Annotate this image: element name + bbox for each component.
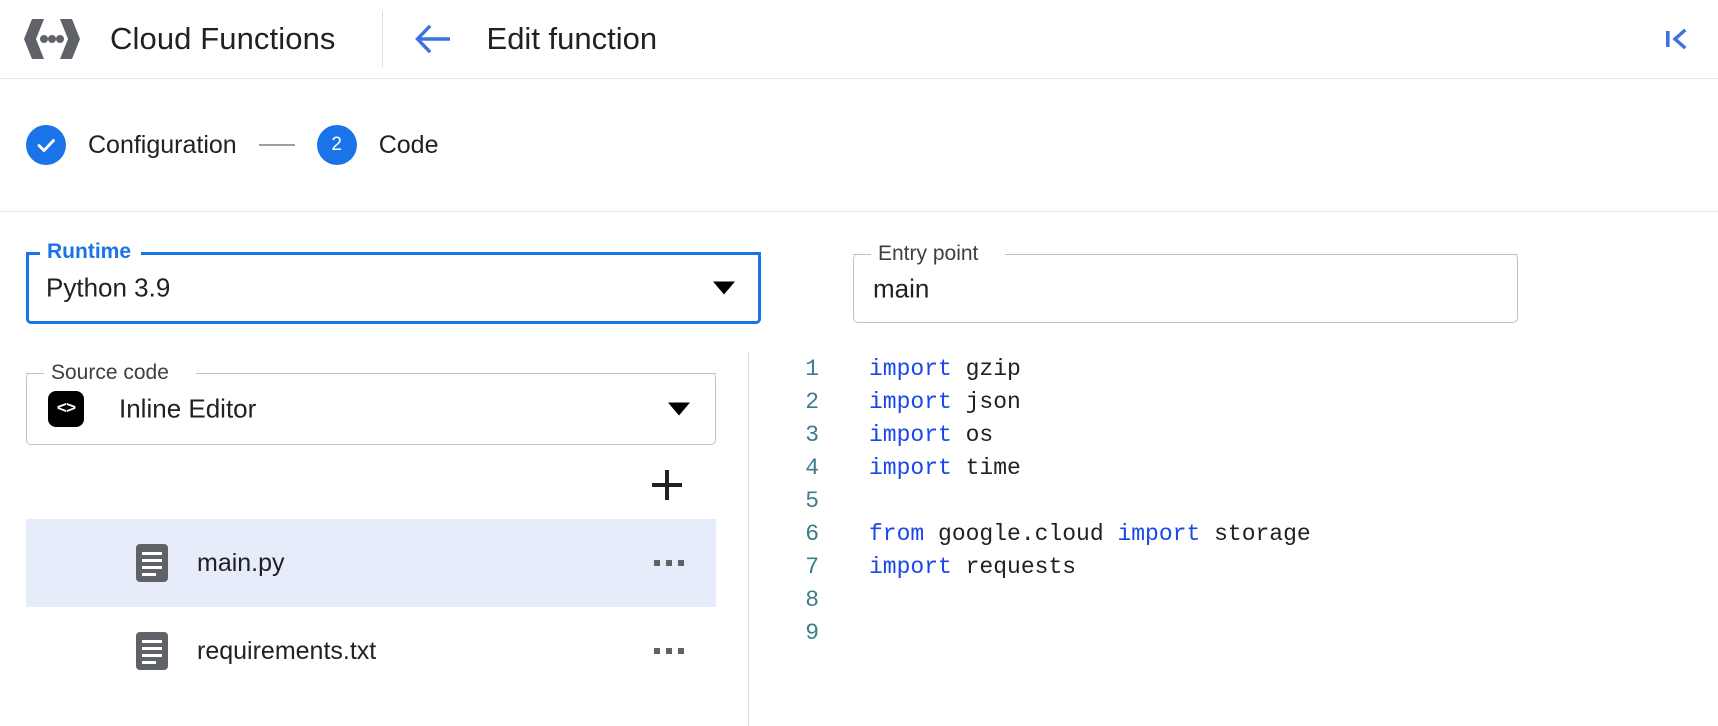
code-token: os [951, 421, 994, 448]
back-button[interactable] [409, 15, 457, 63]
code-line: 2 import json [749, 385, 1718, 418]
code-line: 8 [749, 583, 1718, 616]
step-code-label: Code [378, 130, 439, 159]
page-title: Edit function [486, 21, 658, 56]
code-token: google.cloud [924, 520, 1118, 547]
more-options-icon[interactable] [650, 552, 688, 574]
check-icon [37, 139, 55, 152]
entry-point-notch-left [853, 254, 871, 255]
step-connector [258, 144, 295, 146]
entry-point-value[interactable]: main [873, 273, 930, 303]
file-list: main.py requirements.txt [26, 519, 716, 695]
code-line: 9 [749, 616, 1718, 649]
source-code-value: Inline Editor [119, 393, 257, 424]
code-editor[interactable]: 1 import gzip 2 import json 3 import os 4 impor… [749, 352, 1718, 726]
step-code[interactable]: 2 Code [316, 125, 439, 165]
runtime-label: Runtime [40, 239, 138, 265]
source-code-chevron-down-icon[interactable] [668, 402, 690, 416]
code-line-number: 3 [805, 421, 819, 448]
code-editor-lines: 1 import gzip 2 import json 3 import os 4 impor… [749, 352, 1718, 649]
code-line-text[interactable]: import requests [869, 554, 1076, 580]
code-line-text[interactable]: import json [869, 389, 1021, 415]
brand-area: Cloud Functions [0, 0, 336, 78]
stepper: Configuration 2 Code [0, 79, 1718, 212]
step-configuration-label: Configuration [88, 130, 237, 159]
code-line-number: 1 [805, 355, 819, 382]
code-line: 5 [749, 484, 1718, 517]
source-code-field[interactable]: Source code <> Inline Editor [26, 360, 716, 445]
code-line: 7 import requests [749, 550, 1718, 583]
collapse-panel-button[interactable] [1656, 19, 1696, 59]
runtime-notch-left [26, 252, 40, 255]
appbar-divider [381, 11, 383, 67]
step-code-marker: 2 [316, 125, 357, 165]
code-line: 3 import os [749, 418, 1718, 451]
code-line-text[interactable]: import gzip [869, 356, 1021, 382]
source-code-notch-right [196, 373, 716, 374]
file-list-item-main-py[interactable]: main.py [26, 519, 716, 607]
app-bar: Cloud Functions Edit function [0, 0, 1718, 79]
code-keyword: import [1117, 520, 1201, 547]
code-line-number: 2 [805, 388, 819, 415]
add-file-button[interactable] [645, 463, 689, 507]
code-keyword: import [869, 388, 952, 415]
code-line-number: 6 [805, 520, 819, 547]
runtime-notch-right [141, 252, 761, 255]
runtime-chevron-down-icon[interactable] [713, 281, 735, 295]
entry-point-label: Entry point [871, 241, 986, 267]
source-code-label: Source code [44, 360, 176, 386]
code-line-text[interactable]: from google.cloud import storage [869, 521, 1311, 547]
code-token: storage [1200, 520, 1311, 547]
code-keyword: import [869, 421, 952, 448]
file-name: requirements.txt [197, 636, 377, 665]
code-token: requests [951, 553, 1077, 580]
file-icon [136, 632, 168, 670]
add-file-icon-vertical [665, 470, 669, 500]
file-name: main.py [197, 548, 285, 577]
code-keyword: import [869, 553, 952, 580]
code-token: time [951, 454, 1021, 481]
collapse-panel-icon [1666, 28, 1687, 50]
step-configuration[interactable]: Configuration [26, 125, 237, 165]
code-keyword: import [869, 355, 952, 382]
code-line-number: 7 [805, 553, 819, 580]
more-options-icon[interactable] [650, 640, 688, 662]
code-token: gzip [951, 355, 1021, 382]
brand-title: Cloud Functions [110, 21, 336, 56]
entry-point-field[interactable]: Entry point main [853, 241, 1518, 323]
code-line-number: 5 [805, 487, 819, 514]
code-line-text[interactable]: import os [869, 422, 993, 448]
runtime-field[interactable]: Runtime Python 3.9 [26, 239, 761, 324]
cloud-functions-logo-icon [22, 15, 82, 63]
code-token: json [951, 388, 1021, 415]
code-line: 4 import time [749, 451, 1718, 484]
file-icon [136, 544, 168, 582]
inline-code-icon: <> [48, 391, 84, 427]
source-code-notch-left [26, 373, 44, 374]
step-configuration-marker [26, 125, 66, 165]
code-line: 6 from google.cloud import storage [749, 517, 1718, 550]
code-line-text[interactable]: import time [869, 455, 1021, 481]
code-line-number: 9 [805, 619, 819, 646]
file-list-item-requirements-txt[interactable]: requirements.txt [26, 607, 716, 695]
entry-point-notch-right [1005, 254, 1518, 255]
code-keyword: import [869, 454, 952, 481]
arrow-left-icon [414, 24, 450, 54]
code-line-number: 4 [805, 454, 819, 481]
code-line-number: 8 [805, 586, 819, 613]
code-line: 1 import gzip [749, 352, 1718, 385]
code-keyword: from [869, 520, 925, 547]
runtime-value: Python 3.9 [46, 272, 171, 303]
editor-divider [748, 352, 749, 726]
